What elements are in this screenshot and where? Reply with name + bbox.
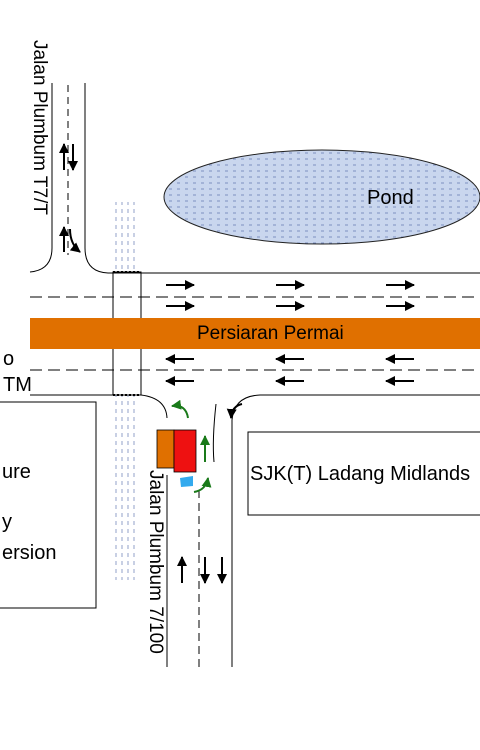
road-band bbox=[30, 318, 480, 349]
curved-arrow-icon bbox=[226, 403, 243, 419]
pond-area bbox=[163, 149, 480, 245]
eastbound-arrows bbox=[166, 280, 415, 311]
westbound-arrows bbox=[165, 354, 414, 386]
left-cut-label-top: o bbox=[3, 348, 14, 370]
stall-red bbox=[173, 429, 197, 473]
main-road bbox=[30, 272, 480, 396]
south-road bbox=[140, 394, 480, 667]
north-road-arrows bbox=[59, 143, 81, 253]
curved-arrow-icon bbox=[171, 399, 189, 419]
arrow-icon bbox=[69, 228, 81, 253]
left-building bbox=[0, 401, 97, 609]
school-label: SJK(T) Ladang Midlands bbox=[250, 463, 470, 485]
main-road-label: Persiaran Permai bbox=[197, 323, 344, 344]
drain-bottom bbox=[113, 395, 139, 580]
left-building-line1: ure bbox=[2, 461, 31, 483]
pond-label: Pond bbox=[367, 187, 414, 209]
left-cut-label-bottom: TM bbox=[3, 374, 32, 396]
south-road-arrows bbox=[177, 556, 227, 584]
north-road-label: Jalan Plumbum T7/T bbox=[29, 40, 50, 215]
south-road-label: Jalan Plumbum 7/100 bbox=[145, 470, 166, 654]
drain-top bbox=[113, 202, 139, 273]
curved-arrow-icon bbox=[193, 477, 212, 493]
school-building bbox=[247, 431, 480, 516]
left-building-line2: y bbox=[2, 511, 12, 533]
stall-orange bbox=[156, 429, 175, 469]
turn-arrows bbox=[171, 399, 212, 493]
left-building-line3: ersion bbox=[2, 542, 56, 564]
water-marker bbox=[180, 476, 193, 487]
